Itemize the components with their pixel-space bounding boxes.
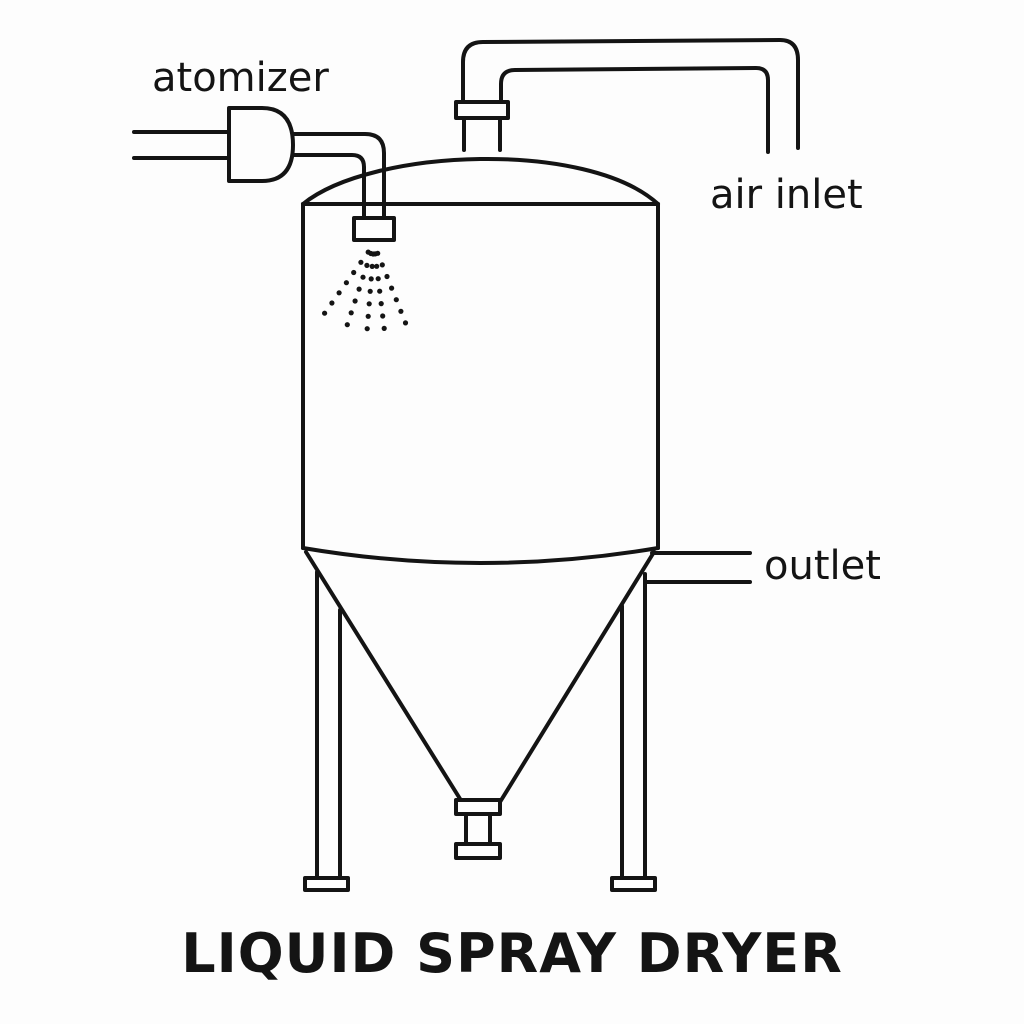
feed-lines (132, 130, 232, 160)
spray-droplet (375, 250, 381, 256)
spray-droplet (348, 310, 354, 316)
spray-droplet (366, 301, 372, 307)
atomizer-label: atomizer (152, 55, 329, 101)
spray-droplet (356, 286, 362, 292)
right-leg (610, 572, 657, 892)
spray-droplet (364, 326, 370, 332)
spray-droplet (367, 288, 373, 294)
air-inlet-pipe (461, 38, 800, 154)
outlet-pipe (644, 551, 752, 584)
atomizer-pipe (291, 132, 386, 220)
spray-droplet (375, 276, 381, 282)
outlet-label: outlet (764, 543, 881, 589)
spray-droplets (322, 249, 409, 332)
bottom-discharge (454, 798, 502, 860)
air-inlet-label: air inlet (710, 172, 863, 218)
spray-droplet (369, 263, 375, 269)
spray-droplet (374, 263, 380, 269)
spray-droplet (377, 288, 383, 294)
conical-hopper (304, 550, 656, 804)
spray-droplet (380, 313, 386, 319)
spray-droplet (352, 298, 358, 304)
dome-roof (301, 157, 660, 206)
spray-droplet (378, 301, 384, 307)
spray-droplet (381, 325, 387, 331)
spray-droplet (393, 297, 399, 303)
spray-droplet (358, 259, 364, 265)
spray-droplet (322, 310, 328, 316)
left-leg (303, 570, 350, 892)
spray-droplet (365, 313, 371, 319)
spray-droplet (360, 274, 366, 280)
spray-droplet (329, 300, 335, 306)
spray-droplet (368, 276, 374, 282)
spray-droplet (398, 308, 404, 314)
spray-nozzle (352, 216, 396, 242)
spray-droplet (379, 262, 385, 268)
spray-droplet (389, 285, 395, 291)
spray-droplet (384, 273, 390, 280)
diagram-title: LIQUID SPRAY DRYER (181, 922, 843, 985)
air-inlet-flange (454, 100, 510, 152)
spray-droplet (364, 262, 370, 268)
spray-droplet (344, 322, 350, 328)
dryer-chamber (301, 202, 660, 565)
atomizer-body (227, 106, 295, 183)
spray-droplet (343, 280, 349, 286)
spray-droplet (336, 290, 342, 296)
spray-droplet (402, 320, 409, 326)
spray-droplet (351, 269, 357, 276)
